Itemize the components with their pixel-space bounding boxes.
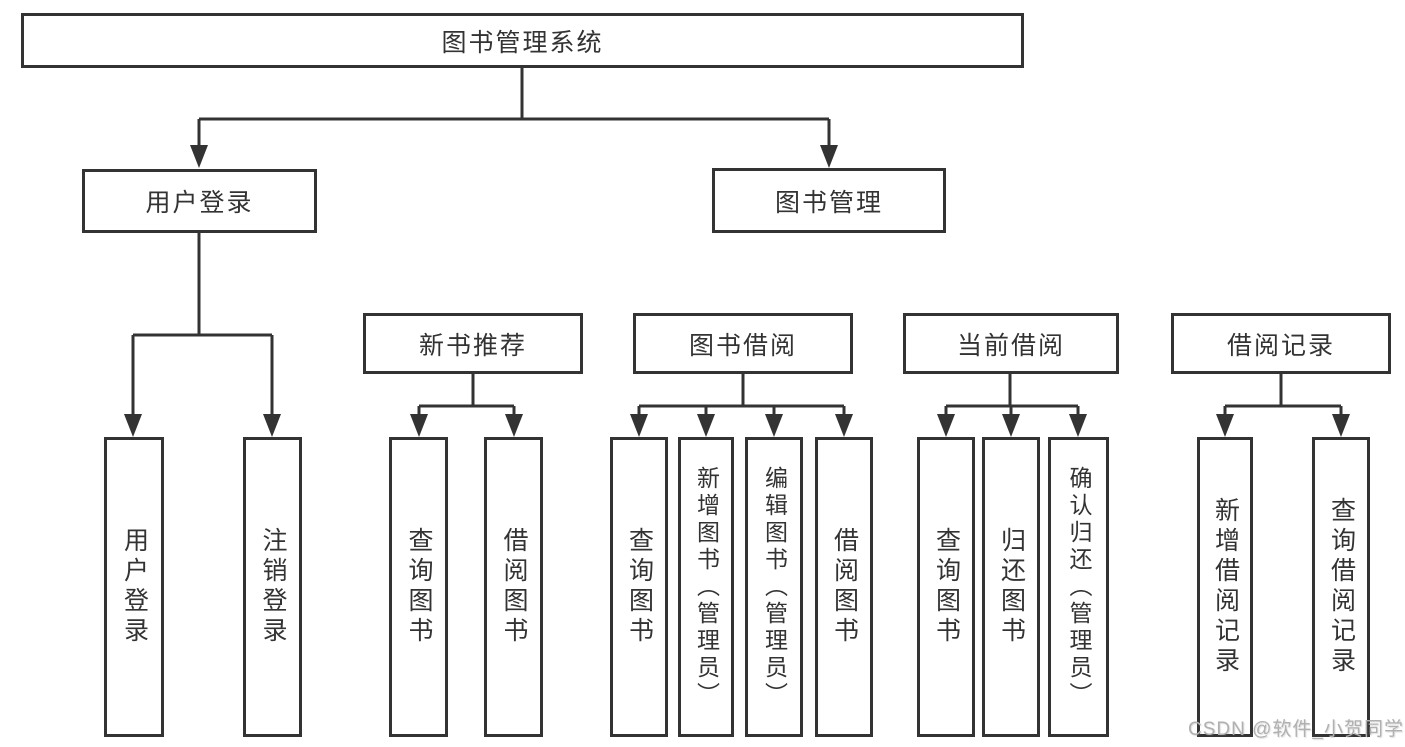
leaf-add-book-admin: 新增图书（管理员）	[678, 437, 734, 737]
node-label: 用户登录	[120, 527, 149, 647]
leaf-edit-book-admin: 编辑图书（管理员）	[745, 437, 803, 737]
node-label: 查询图书	[932, 527, 961, 647]
node-label: 新增图书（管理员）	[693, 465, 720, 709]
leaf-query-book-3: 查询图书	[917, 437, 975, 737]
node-library-management-system: 图书管理系统	[21, 13, 1024, 68]
node-label: 查询图书	[405, 527, 433, 647]
node-label: 新书推荐	[418, 331, 527, 360]
node-book-borrow: 图书借阅	[633, 313, 853, 374]
node-label: 确认归还（管理员）	[1066, 465, 1092, 709]
node-label: 借阅记录	[1226, 331, 1335, 360]
node-label: 注销登录	[259, 527, 287, 647]
node-label: 用户登录	[145, 189, 254, 217]
node-label: 查询借阅记录	[1327, 497, 1356, 677]
node-label: 新增借阅记录	[1211, 497, 1240, 677]
leaf-add-borrow-record: 新增借阅记录	[1197, 437, 1253, 737]
leaf-return-book: 归还图书	[982, 437, 1040, 737]
leaf-query-book-2: 查询图书	[610, 437, 668, 737]
node-new-book-recommend: 新书推荐	[363, 313, 583, 374]
node-label: 图书借阅	[688, 331, 797, 360]
leaf-query-borrow-record: 查询借阅记录	[1312, 437, 1370, 737]
node-label: 查询图书	[625, 527, 654, 647]
node-label: 借阅图书	[500, 527, 528, 647]
node-borrow-records: 借阅记录	[1171, 313, 1391, 374]
arrowheads	[124, 145, 1350, 437]
leaf-confirm-return-admin: 确认归还（管理员）	[1048, 437, 1109, 737]
node-label: 编辑图书（管理员）	[761, 465, 788, 709]
node-label: 图书管理系统	[441, 28, 604, 57]
leaf-borrow-book-1: 借阅图书	[484, 437, 543, 737]
leaf-user-login: 用户登录	[104, 437, 164, 737]
leaf-borrow-book-2: 借阅图书	[815, 437, 873, 737]
node-book-management: 图书管理	[712, 168, 946, 233]
node-label: 图书管理	[774, 188, 883, 217]
csdn-watermark: CSDN @软件_小贺同学	[1188, 719, 1404, 740]
node-label: 当前借阅	[956, 331, 1065, 360]
leaf-logout: 注销登录	[243, 437, 302, 737]
leaf-query-book-1: 查询图书	[389, 437, 448, 737]
node-label: 借阅图书	[830, 527, 859, 647]
node-current-borrow: 当前借阅	[903, 313, 1119, 374]
node-user-login: 用户登录	[82, 169, 317, 233]
node-label: 归还图书	[997, 527, 1026, 647]
